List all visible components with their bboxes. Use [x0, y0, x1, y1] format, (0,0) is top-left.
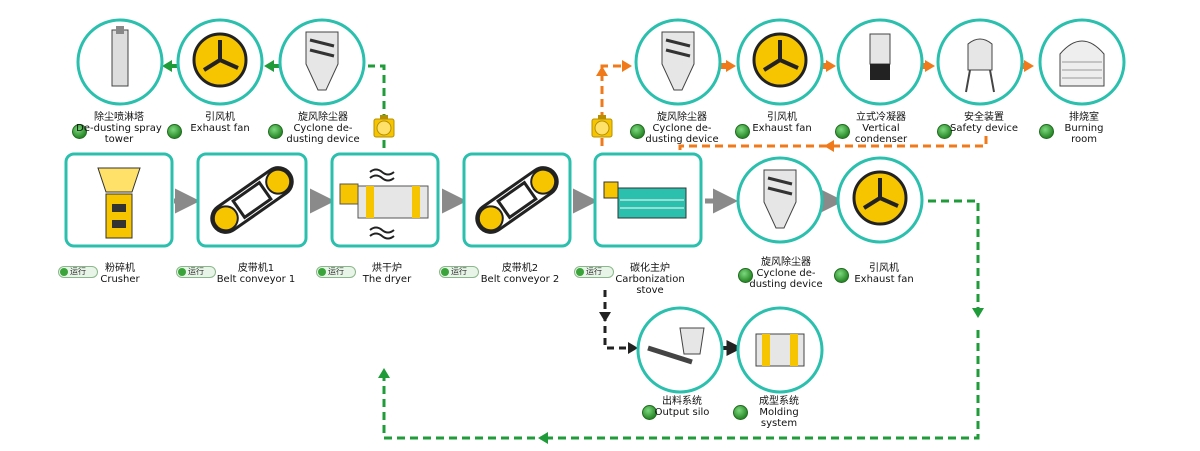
- run-status-pill: 运行: [58, 266, 98, 278]
- valve-icon-orange-line: [591, 115, 613, 138]
- fan-mid-circle: [836, 156, 924, 244]
- crusher-icon: [112, 204, 126, 228]
- molding-circle: [736, 306, 824, 394]
- status-indicator: [835, 124, 850, 139]
- spray-tower-circle: [76, 18, 164, 106]
- fan-left-circle: [176, 18, 264, 106]
- status-indicator: [834, 268, 849, 283]
- black-output-line: [603, 290, 628, 350]
- status-indicator: [1039, 124, 1054, 139]
- fan-top-circle: [736, 18, 824, 106]
- run-status-pill: 运行: [439, 266, 479, 278]
- status-indicator: [738, 268, 753, 283]
- cyclone-mid-circle: [736, 156, 824, 244]
- condenser-circle: [836, 18, 924, 106]
- valve-icon-green-line: [373, 115, 395, 138]
- status-indicator: [937, 124, 952, 139]
- run-status-pill: 运行: [574, 266, 614, 278]
- status-indicator: [735, 124, 750, 139]
- belt-conveyor-2-box: [462, 152, 572, 248]
- status-indicator: [733, 405, 748, 420]
- safety-device-circle: [936, 18, 1024, 106]
- burning-room-circle: [1038, 18, 1126, 106]
- status-indicator: [72, 124, 87, 139]
- carbonization-stove-box: [593, 152, 703, 248]
- status-indicator: [630, 124, 645, 139]
- black-arrowhead-right: [628, 342, 638, 354]
- status-indicator: [268, 124, 283, 139]
- brick-kiln-icon: [1059, 40, 1105, 87]
- black-arrowhead-down: [599, 312, 611, 322]
- cyclone-left-circle: [278, 18, 366, 106]
- run-status-pill: 运行: [176, 266, 216, 278]
- cyclone-top-circle: [634, 18, 722, 106]
- heat-wave-icon: [369, 168, 395, 240]
- belt-conveyor-1-box: [196, 152, 308, 248]
- run-status-pill: 运行: [316, 266, 356, 278]
- output-silo-circle: [636, 306, 724, 394]
- status-indicator: [167, 124, 182, 139]
- dryer-box: [330, 152, 440, 248]
- crusher-box: [64, 152, 174, 248]
- status-indicator: [642, 405, 657, 420]
